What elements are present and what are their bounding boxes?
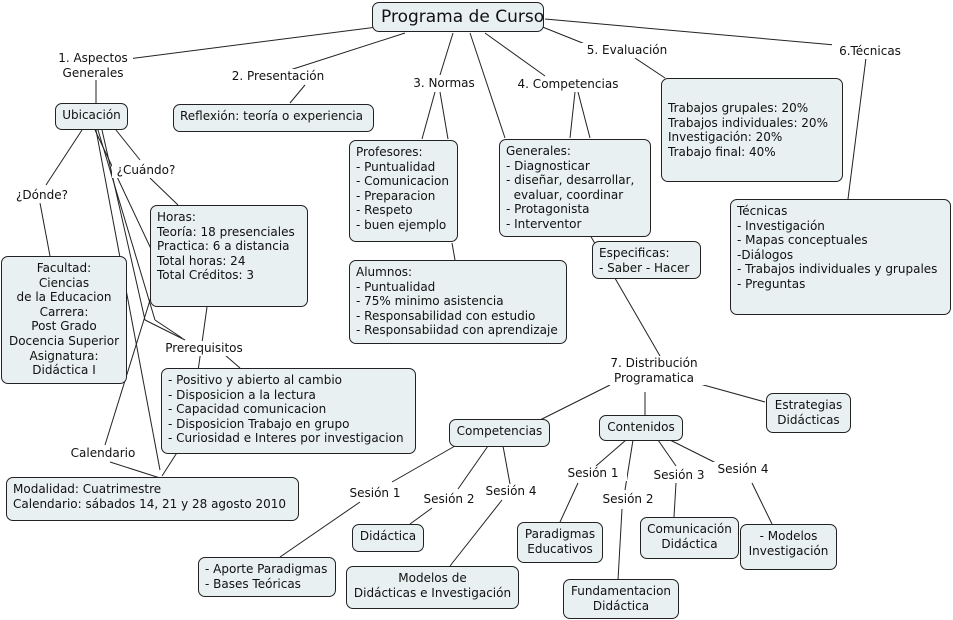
link-label-evaluacion: 5. Evaluación (581, 43, 673, 58)
link-label-competencias: 4. Competencias (512, 77, 624, 92)
node-ubicacion[interactable]: Ubicación (55, 103, 128, 130)
node-horas[interactable]: Horas: Teoría: 18 presenciales Practica:… (150, 205, 308, 307)
node-contenidos[interactable]: Contenidos (599, 415, 683, 441)
node-competencias[interactable]: Competencias (449, 419, 550, 447)
link-label-tecnicas: 6.Técnicas (832, 44, 908, 59)
node-facultad[interactable]: Facultad: Ciencias de la Educacion Carre… (1, 256, 127, 384)
node-especificas[interactable]: Especificas: - Saber - Hacer (592, 241, 701, 279)
node-paradigmas[interactable]: Paradigmas Educativos (517, 522, 603, 563)
link-label-sesion4-contenidos: Sesión 4 (709, 462, 777, 477)
node-didactica[interactable]: Didáctica (352, 524, 424, 552)
link-label-normas: 3. Normas (407, 76, 481, 91)
node-aporte[interactable]: - Aporte Paradigmas - Bases Teóricas (198, 557, 336, 597)
link-label-cuando: ¿Cuándo? (112, 163, 180, 178)
link-label-sesion1-contenidos: Sesión 1 (559, 466, 627, 481)
link-label-sesion3-contenidos: Sesión 3 (645, 468, 713, 483)
node-fundamentacion[interactable]: Fundamentacion Didáctica (563, 579, 679, 619)
node-generales[interactable]: Generales: - Diagnosticar - diseñar, des… (499, 139, 651, 237)
link-label-aspectos: 1. Aspectos Generales (53, 51, 133, 81)
node-profesores[interactable]: Profesores: - Puntualidad - Comunicacion… (349, 140, 458, 242)
link-label-sesion1-competencias: Sesión 1 (341, 486, 409, 501)
title-node[interactable]: Programa de Curso (372, 2, 544, 32)
node-reflexion[interactable]: Reflexión: teoría o experiencia (173, 104, 374, 132)
link-label-distribucion: 7. Distribución Programatica (600, 356, 708, 386)
link-label-sesion2-contenidos: Sesión 2 (594, 492, 662, 507)
link-label-presentacion: 2. Presentación (224, 69, 332, 84)
node-comunicacion[interactable]: Comunicación Didáctica (640, 517, 739, 559)
node-alumnos[interactable]: Alumnos: - Puntualidad - 75% minimo asis… (349, 260, 567, 344)
link-label-prerequisitos: Prerequisitos (158, 341, 250, 356)
node-modelos-investigacion[interactable]: - Modelos Investigación (740, 524, 837, 570)
node-modalidad[interactable]: Modalidad: Cuatrimestre Calendario: sába… (6, 477, 299, 521)
link-label-calendario: Calendario (64, 446, 142, 461)
node-evaluacion[interactable]: Trabajos grupales: 20% Trabajos individu… (661, 78, 843, 182)
node-estrategias[interactable]: Estrategias Didácticas (766, 393, 851, 433)
node-prerequisitos[interactable]: - Positivo y abierto al cambio - Disposi… (161, 368, 416, 454)
link-label-sesion4-competencias: Sesión 4 (477, 484, 545, 499)
node-modelos-didacticas[interactable]: Modelos de Didácticas e Investigación (346, 566, 519, 609)
link-label-donde: ¿Dónde? (9, 188, 75, 203)
node-tecnicas[interactable]: Técnicas - Investigación - Mapas concept… (730, 199, 951, 315)
link-label-sesion2-competencias: Sesión 2 (415, 492, 483, 507)
